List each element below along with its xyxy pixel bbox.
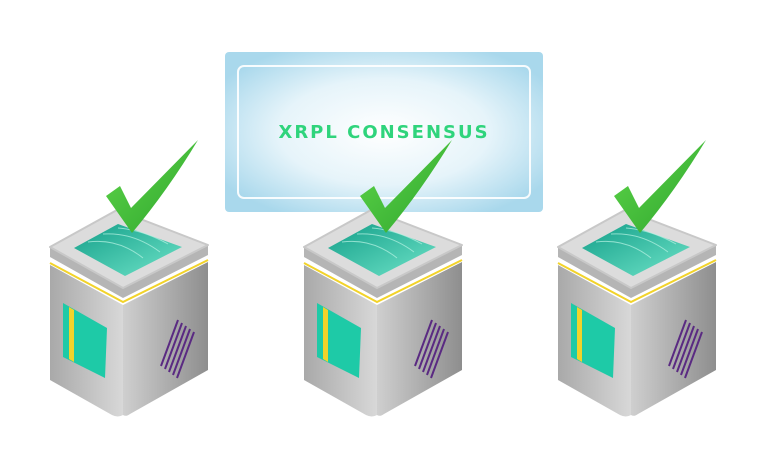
consensus-banner	[225, 52, 543, 212]
validator-server-3	[557, 140, 717, 418]
banner-title: XRPL CONSENSUS	[278, 121, 490, 143]
validator-server-1	[49, 140, 209, 418]
